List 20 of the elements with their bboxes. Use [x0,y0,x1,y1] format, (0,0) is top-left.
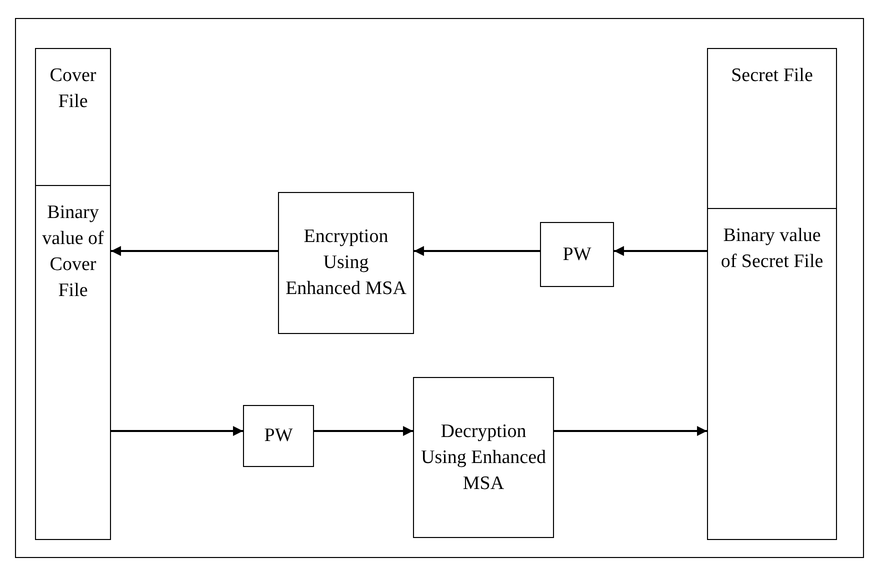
file-content-label: Binary value of Secret File [720,224,824,274]
file-column [707,48,837,540]
file-title: Cover File [48,64,98,114]
arrow [414,246,540,256]
process-box [243,405,314,467]
arrow [111,246,278,256]
arrow [554,426,707,436]
process-label: Decryption Using Enhanced MSA [420,420,548,496]
file-title: Secret File [730,64,814,88]
process-label: PW [263,424,294,448]
file-column [35,48,111,540]
file-content-label: Binary value of Cover File [41,201,105,303]
arrow [614,246,707,256]
process-box [278,192,414,334]
arrow [111,426,243,436]
process-label: Encryption Using Enhanced MSA [284,225,408,301]
process-box [413,377,554,538]
arrow [314,426,413,436]
process-label: PW [562,242,592,266]
process-box [540,222,614,287]
